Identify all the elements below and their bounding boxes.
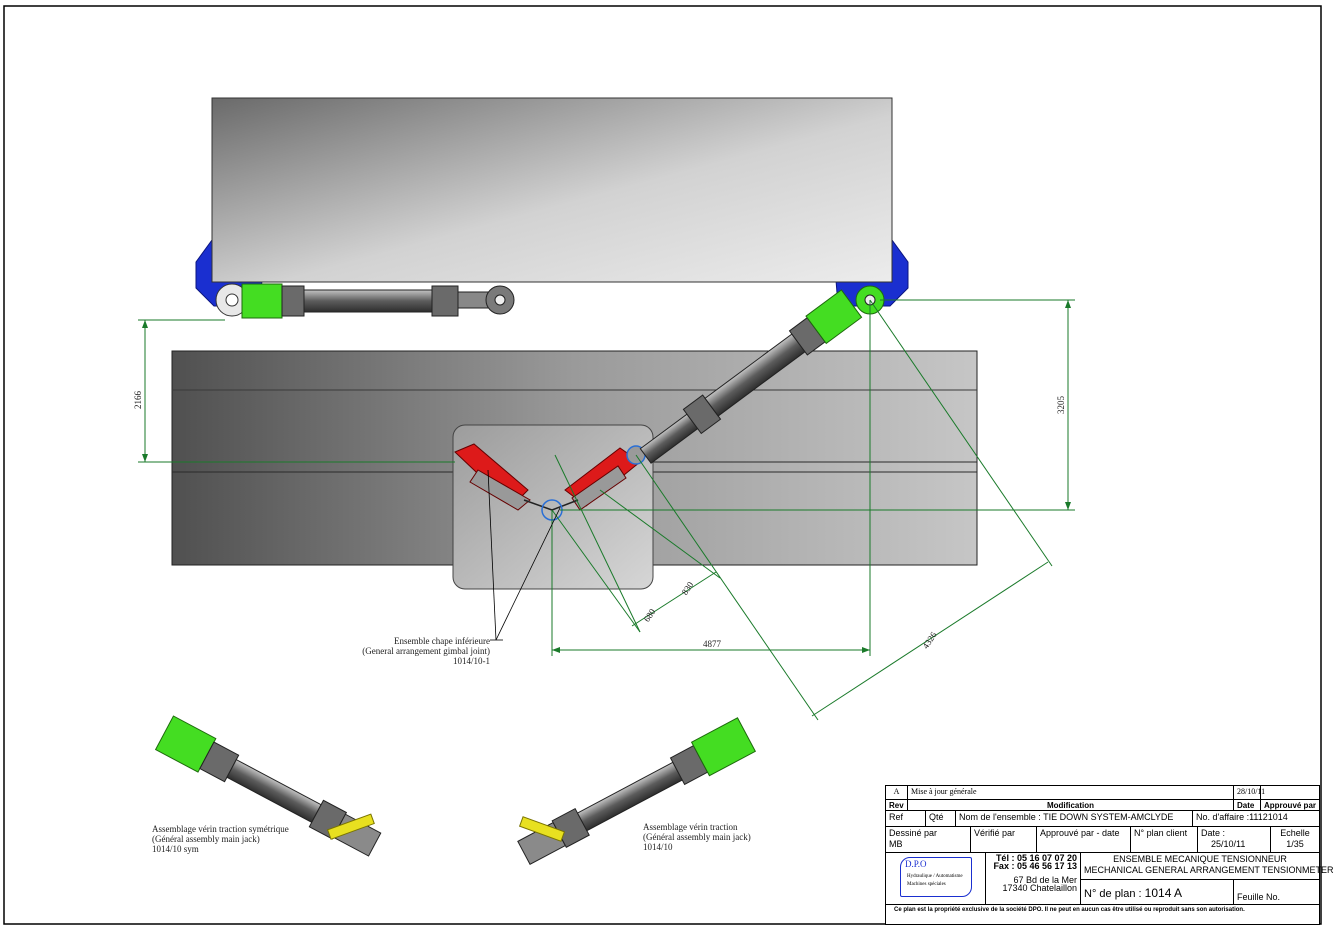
upper-body [211,97,893,283]
jack-line3: 1014/10 [643,842,673,852]
stud-yellow-left [326,813,375,840]
dim-4877: 4877 [703,639,722,649]
dim-680: 680 [642,607,658,624]
addr2: 17340 Chatelaillon [1002,883,1077,893]
gimbal-annotation-line3: 1014/10-1 [453,656,490,666]
tel: Tél : 05 16 07 07 20 [995,853,1077,863]
title-en: MECHANICAL GENERAL ARRANGEMENT TENSIONME… [1084,865,1334,875]
dim-4326: 4326 [920,630,939,651]
jack-diagonal [639,289,863,464]
echelle-cell: Echelle 1/35 [1271,827,1319,853]
h-approuve-date: Approuvé par - date [1037,827,1131,853]
fax: Fax : 05 46 56 17 13 [993,861,1077,871]
h-approuve: Approuvé par [1261,800,1319,811]
h-dessine: Dessiné par [889,828,938,838]
gimbal-leader [487,469,561,641]
gimbal-annotation-line2: (General arrangement gimbal joint) [362,646,490,656]
h-qte: Qté [926,811,956,827]
plan-no: 1014 A [1144,886,1183,900]
rev-date: 28/10/11 [1234,786,1265,800]
jack-sym-annotation: Assemblage vérin traction symétrique (Gé… [152,824,289,854]
upper-block [195,97,909,307]
jack-line2: (Général assembly main jack) [643,832,751,842]
dim-3205: 3205 [1056,396,1066,415]
dessine-value: MB [889,839,903,849]
echelle-value: 1/35 [1286,839,1304,849]
gimbal-annotation: Ensemble chape inférieure (General arran… [360,636,490,666]
addr1: 67 Bd de la Mer [1013,875,1077,885]
h-verifie: Vérifié par [971,827,1037,853]
h-rev: Rev [886,800,908,811]
title-block: A Mise à jour générale 28/10/11 Rev Modi… [885,785,1334,925]
dpo-logo: D.P.O Hydraulique / Automatisme Machines… [900,857,972,897]
gimbal-annotation-line1: Ensemble chape inférieure [394,636,490,646]
jack-sym-line3: 1014/10 sym [152,844,199,854]
disclaimer: Ce plan est la propriété exclusive de la… [894,907,1245,913]
jack-sym-line2: (Général assembly main jack) [152,834,260,844]
dim-2166: 2166 [133,391,143,410]
contact-cell: Tél : 05 16 07 07 20 Fax : 05 46 56 17 1… [986,853,1081,905]
jack-sym-line1: Assemblage vérin traction symétrique [152,824,289,834]
h-modification: Modification [908,800,1234,811]
stud-yellow-right [518,816,566,842]
h-date: Date [1234,800,1261,811]
drawing-frame [3,5,1322,925]
jack-annotation: Assemblage vérin traction (Général assem… [643,822,751,852]
date-cell: Date : 25/10/11 [1198,827,1271,853]
jack-3d-main [517,717,757,866]
logo-line2: Machines spéciales [907,882,946,887]
rev-approved [1261,786,1319,800]
date-value: 25/10/11 [1211,839,1246,849]
h-ref: Ref [886,811,926,827]
title-cell: ENSEMBLE MECANIQUE TENSIONNEUR MECHANICA… [1081,853,1334,880]
title-fr: ENSEMBLE MECANIQUE TENSIONNEUR [1113,854,1287,864]
h-feuille: Feuille No. [1234,880,1319,905]
no-affaire: No. d'affaire :11121014 [1193,811,1319,827]
h-plan-client: N° plan client [1131,827,1198,853]
dimension-arrows [142,300,1071,653]
rev-text: Mise à jour générale [908,786,1234,800]
plan-cell: N° de plan : 1014 A [1081,880,1234,905]
logo-name: D.P.O [905,859,927,869]
jack-line1: Assemblage vérin traction [643,822,738,832]
logo-line1: Hydraulique / Automatisme [907,874,963,879]
h-plan: N° de plan : [1084,888,1142,900]
h-date2: Date : [1201,828,1226,838]
dessine-cell: Dessiné par MB [886,827,971,853]
rev-letter: A [886,786,908,800]
h-echelle: Echelle [1280,828,1310,838]
logo-cell: D.P.O Hydraulique / Automatisme Machines… [886,853,986,905]
jack-horizontal [215,283,515,319]
dimension-lines [138,299,1075,721]
nom-ensemble: Nom de l'ensemble : TIE DOWN SYSTEM-AMCL… [956,811,1193,827]
